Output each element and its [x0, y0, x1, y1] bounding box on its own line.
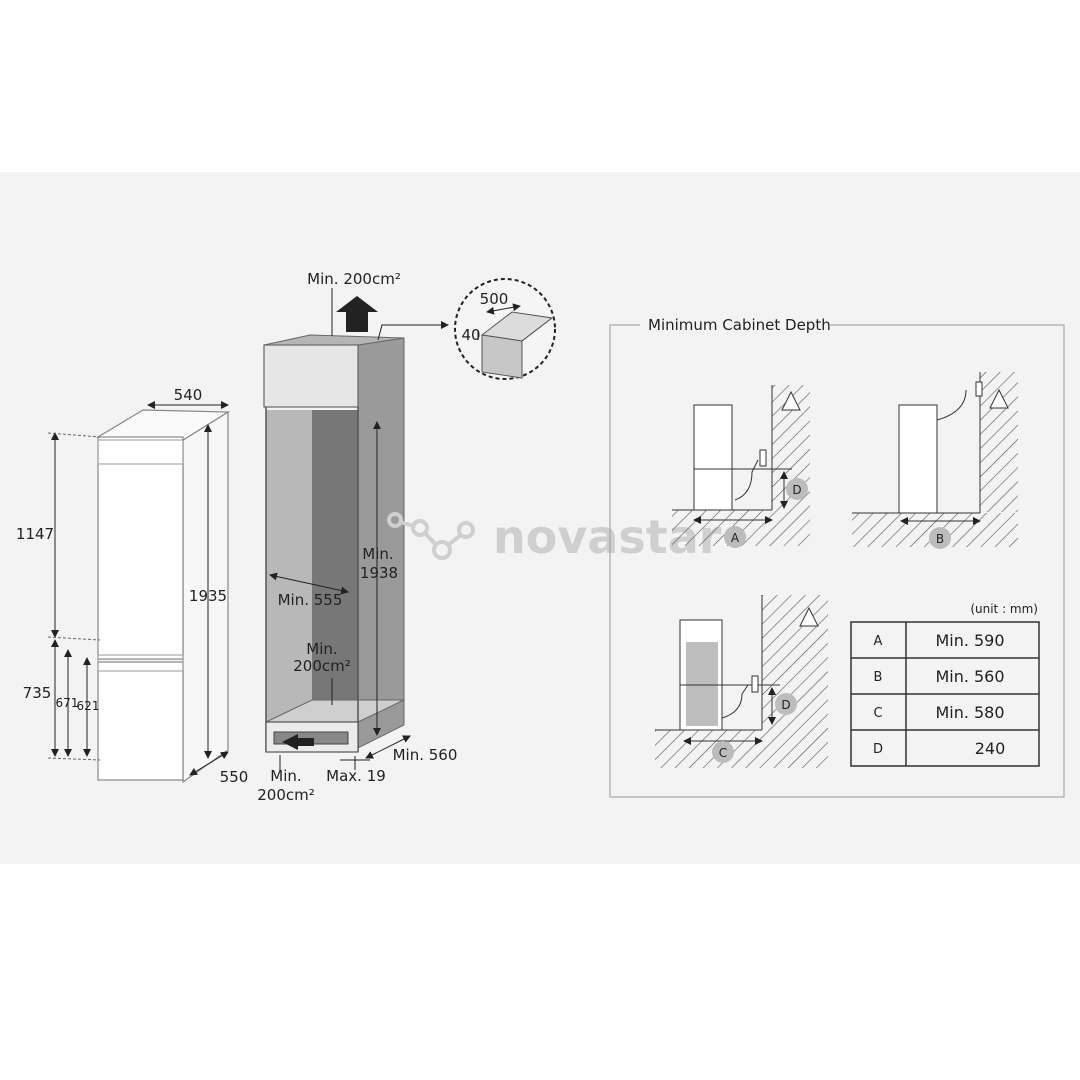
table-row-b-value: Min. 560	[935, 667, 1004, 686]
cabinet-height-value: 1938	[360, 564, 398, 582]
marker-b: B	[936, 532, 944, 546]
depth-table	[850, 621, 1040, 767]
scenario-a	[672, 385, 810, 548]
cabinet-mid-vent-label-1: Min.	[306, 640, 337, 658]
marker-a: A	[731, 531, 740, 545]
cabinet-top-vent-label: Min. 200cm²	[307, 270, 401, 288]
scenario-c	[655, 595, 828, 768]
cabinet-drawing	[263, 296, 405, 753]
cabinet-height-prefix: Min.	[362, 545, 393, 563]
table-row-b-key: B	[874, 670, 883, 685]
cabinet-width-label: Min. 555	[278, 591, 343, 609]
table-row-d-key: D	[873, 742, 883, 757]
scenario-b	[852, 372, 1018, 549]
fridge-hinge-671-label: 671	[56, 696, 79, 710]
table-row-a-value: Min. 590	[935, 631, 1004, 650]
cabinet-depth-label: Min. 560	[393, 746, 458, 764]
fridge-dimensions	[47, 401, 229, 776]
table-row-c-key: C	[873, 706, 882, 721]
unit-note: (unit : mm)	[970, 602, 1038, 616]
watermark-logo	[387, 512, 475, 560]
marker-d-a: D	[792, 483, 801, 497]
cabinet-gap-label: Max. 19	[326, 767, 386, 785]
cabinet-bottom-vent-label-1: Min.	[270, 767, 301, 785]
cabinet-bottom-vent-label-2: 200cm²	[257, 786, 315, 804]
fridge-total-height-label: 1935	[189, 587, 227, 605]
detail-callout	[454, 278, 556, 380]
marker-d-c: D	[781, 698, 790, 712]
depth-panel	[609, 315, 1065, 798]
fridge-lower-height-label: 735	[23, 684, 52, 702]
fridge-width-label: 540	[174, 386, 203, 404]
marker-c: C	[719, 746, 727, 760]
fridge-hinge-621-label: 621	[77, 699, 100, 713]
table-row-d-value: 240	[975, 739, 1006, 758]
detail-height-label: 40	[461, 326, 480, 344]
fridge-depth-label: 550	[220, 768, 249, 786]
cabinet-dimensions	[269, 288, 449, 770]
fridge-upper-height-label: 1147	[16, 525, 54, 543]
depth-panel-title: Minimum Cabinet Depth	[648, 316, 831, 334]
table-row-c-value: Min. 580	[935, 703, 1004, 722]
cabinet-mid-vent-label-2: 200cm²	[293, 657, 351, 675]
table-row-a-key: A	[874, 634, 883, 649]
detail-depth-label: 500	[480, 290, 509, 308]
